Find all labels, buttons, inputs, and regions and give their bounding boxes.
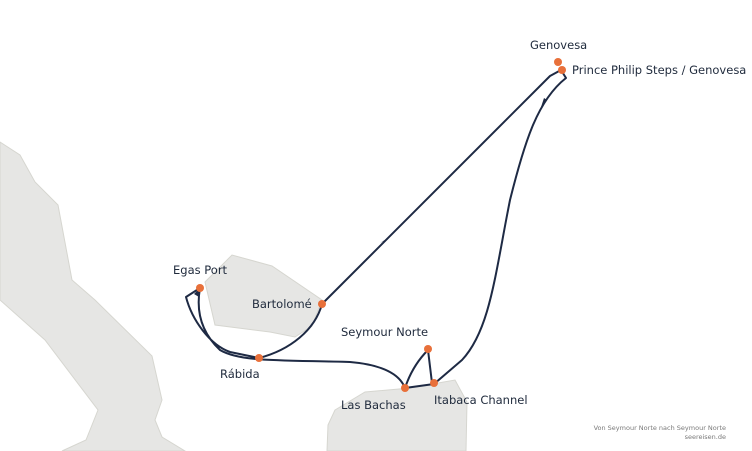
marker-rabida[interactable]: [255, 354, 263, 362]
map-credit-site[interactable]: seereisen.de: [684, 433, 726, 441]
label-rabida: Rábida: [220, 367, 260, 381]
marker-egas-port[interactable]: [196, 284, 204, 292]
label-genovesa: Genovesa: [530, 38, 588, 52]
island-santa-cruz: [326, 379, 468, 451]
route-line: [185, 69, 567, 389]
marker-itabaca[interactable]: [430, 379, 438, 387]
label-bartolome: Bartolomé: [252, 297, 312, 311]
label-las-bachas: Las Bachas: [341, 398, 406, 412]
marker-prince-philip[interactable]: [558, 66, 566, 74]
marker-genovesa[interactable]: [554, 58, 562, 66]
marker-las-bachas[interactable]: [401, 384, 409, 392]
marker-seymour-norte[interactable]: [424, 345, 432, 353]
route-arrow: [541, 98, 547, 107]
route-arrow: [380, 238, 388, 246]
marker-bartolome[interactable]: [318, 300, 326, 308]
map-credit-route: Von Seymour Norte nach Seymour Norte: [593, 424, 726, 432]
label-seymour-norte: Seymour Norte: [341, 325, 429, 339]
island-santiago-left: [0, 141, 186, 451]
label-prince-philip: Prince Philip Steps / Genovesa: [572, 63, 747, 77]
label-itabaca: Itabaca Channel: [434, 393, 528, 407]
label-egas-port: Egas Port: [173, 263, 228, 277]
